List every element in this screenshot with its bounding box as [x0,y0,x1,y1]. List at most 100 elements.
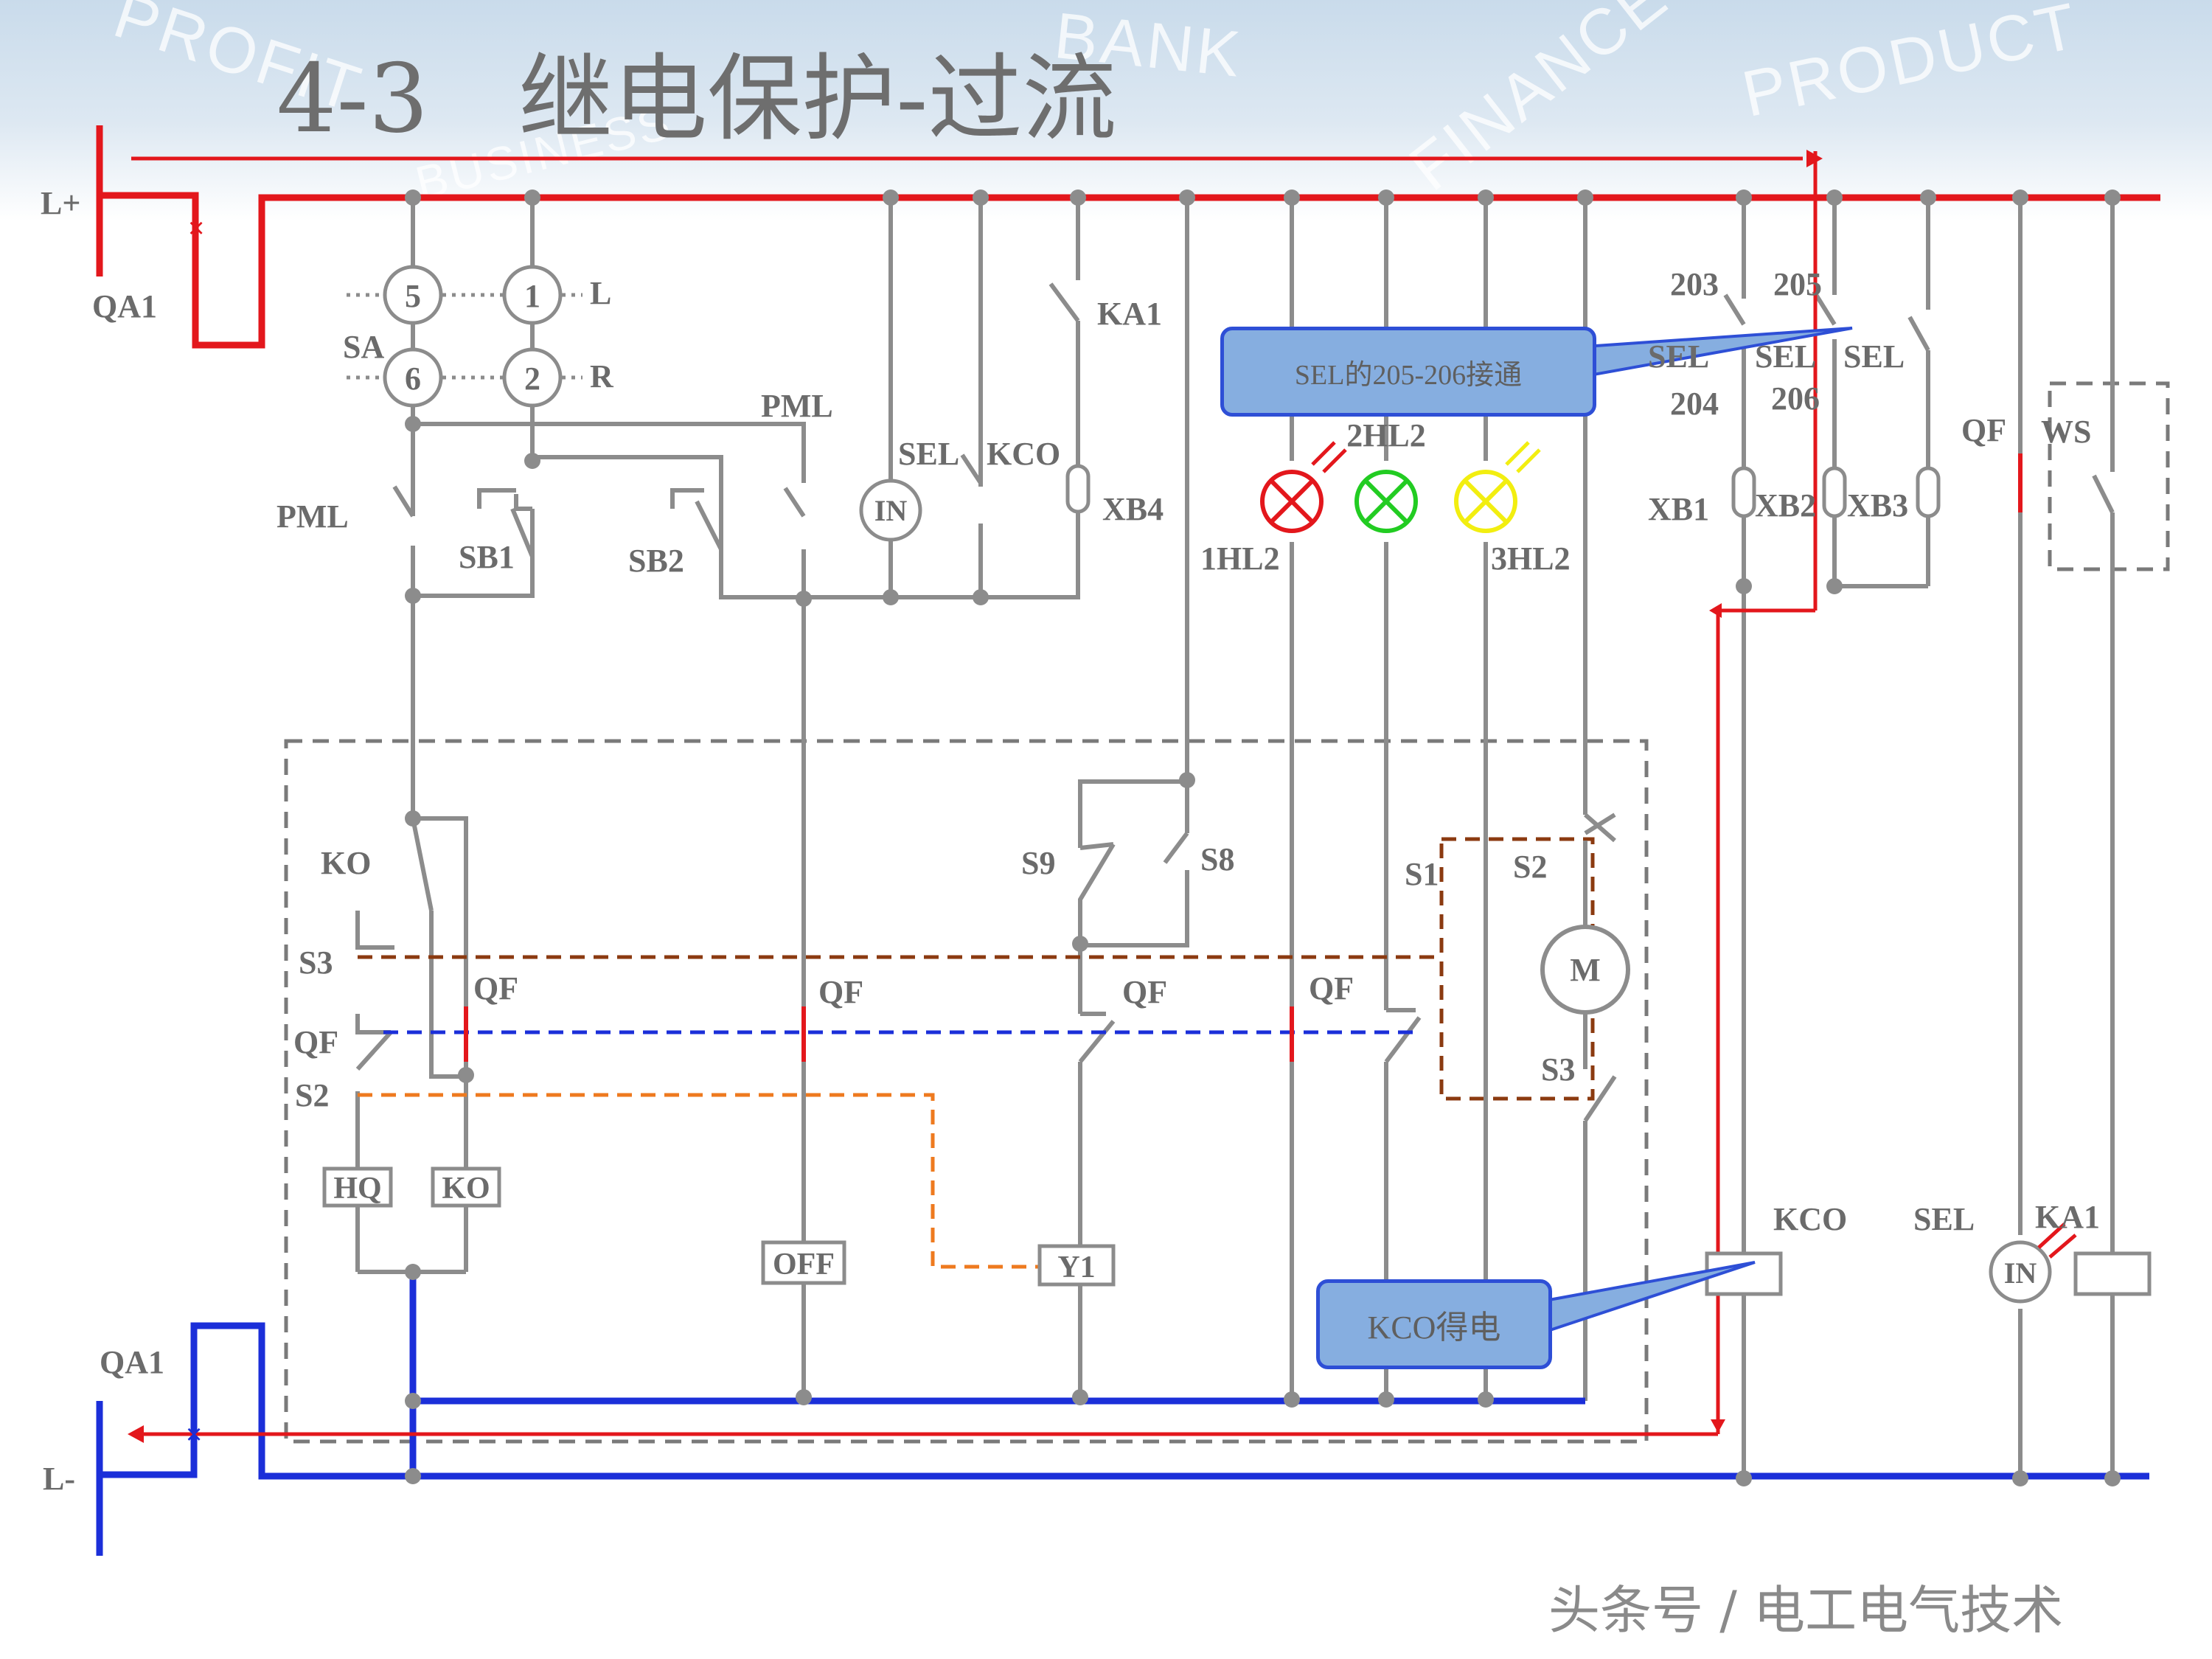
lamp-1hl2 [1260,441,1347,533]
s1-label: S1 [1405,856,1439,892]
sa-contact-2: 2 [524,361,540,397]
xb4-label: XB4 [1102,491,1164,527]
kco-label: KCO [987,436,1060,472]
sb2-push-icon [670,488,704,509]
qf-left-label: QF [293,1024,338,1060]
s2-right-label: S2 [1513,849,1547,885]
motor-icon [1540,925,1630,1015]
hl3-label: 3HL2 [1491,540,1571,577]
coil-hq-label: HQ [333,1172,381,1206]
coil-kco [1705,1251,1783,1296]
hl2-label: 2HL2 [1346,417,1426,453]
terminal-204: 204 [1670,386,1719,422]
ko-contact-label: KO [321,845,371,881]
motor-label: M [1570,952,1601,988]
s9-label: S9 [1021,845,1055,881]
sel-2-label: SEL [1755,338,1816,375]
s8-label: S8 [1200,841,1234,877]
sel-label: SEL [898,436,959,472]
ammeter-icon [859,479,922,542]
qf-4-label: QF [1309,970,1354,1006]
xb2-label: XB2 [1755,487,1816,524]
ws-label: WS [2041,414,2091,450]
qf-3-label: QF [1122,974,1167,1010]
coil-ko-label: KO [442,1172,490,1206]
coil-off [761,1240,846,1285]
source-credit: 头条号 / 电工电气技术 [1548,1580,2064,1641]
sb2-label: SB2 [628,543,684,579]
sb1-contact [510,507,535,558]
sel-indicator-arrow [2037,1222,2066,1249]
coil-ka1 [2073,1251,2152,1296]
pml-left-label: PML [276,498,349,535]
xb3-label: XB3 [1847,487,1908,524]
sa-right-label: R [590,358,614,394]
current-arrows [128,150,1823,1443]
s3-left-label: S3 [299,945,333,981]
xb1-link-icon [1731,466,1756,518]
lamp-2hl2 [1354,470,1418,533]
negative-bus [96,1272,2149,1556]
sa-contact-6: 6 [405,361,421,397]
selector-switch [383,265,563,408]
slide-title: 4-3 继电保护-过流 [276,44,1117,154]
bus-minus-label: L- [43,1461,75,1497]
s1-s3-enclosure [1439,837,1595,1101]
sb2-contact [695,500,723,551]
xb1-label: XB1 [1648,491,1709,527]
sel-indicator-arrow [2048,1234,2077,1259]
ws-enclosure [2048,381,2170,571]
xb2-link-icon [1822,466,1847,518]
sa-contact-1: 1 [524,278,540,314]
s2-left-label: S2 [295,1077,329,1113]
ka1-bottom-label: KA1 [2035,1199,2100,1235]
qf-right-label: QF [1961,412,2006,448]
hl1-label: 1HL2 [1200,540,1280,577]
sa-contact-5: 5 [405,278,421,314]
xb3-link-icon [1916,466,1941,518]
qf-1-label: QF [473,970,518,1006]
header-banner [0,0,2212,221]
qf-2-label: QF [818,974,863,1010]
ammeter-bottom-label: IN [2004,1256,2037,1290]
bus-plus-label: L+ [41,185,80,221]
coil-y1-label: Y1 [1057,1251,1095,1284]
sb1-label: SB1 [459,539,515,575]
current-path [131,151,1818,1436]
terminal-205: 205 [1773,266,1822,302]
callout-kco-energized: KCO得电 [1316,1279,1552,1369]
coil-y1 [1037,1244,1116,1287]
terminal-206: 206 [1771,380,1820,417]
coil-off-label: OFF [773,1248,835,1281]
junction-dots [405,189,2121,1486]
pml-top-label: PML [761,388,833,424]
qa1-top-label: QA1 [92,288,157,324]
sel-1-label: SEL [1648,338,1709,375]
breaker-mark: × [188,213,204,244]
linkage-s2 [358,1093,1040,1269]
sa-label: SA [343,329,384,365]
qa1-bottom-label: QA1 [100,1344,164,1380]
kco-coil-label: KCO [1773,1201,1847,1237]
sb1-push-icon [477,488,516,509]
callout-sel-contact: SEL的205-206接通 [1220,327,1596,417]
sel-bottom-label: SEL [1913,1201,1975,1237]
sa-left-label: L [590,275,611,311]
breaker-mark: × [186,1419,202,1450]
positive-bus [96,125,2160,349]
terminal-203: 203 [1670,266,1719,302]
ka1-label: KA1 [1097,296,1162,332]
sel-3-label: SEL [1843,338,1905,375]
lamp-3hl2 [1454,441,1541,533]
s3-right-label: S3 [1541,1051,1575,1088]
selector-links [347,293,582,380]
xb4-link-icon [1065,464,1091,514]
ammeter-bottom-icon [1989,1240,2052,1304]
coil-hq [322,1166,393,1208]
coil-ko [431,1166,501,1208]
ammeter-label: IN [874,494,908,527]
qf-marks [464,453,2023,1062]
device-enclosure [284,739,1649,1444]
